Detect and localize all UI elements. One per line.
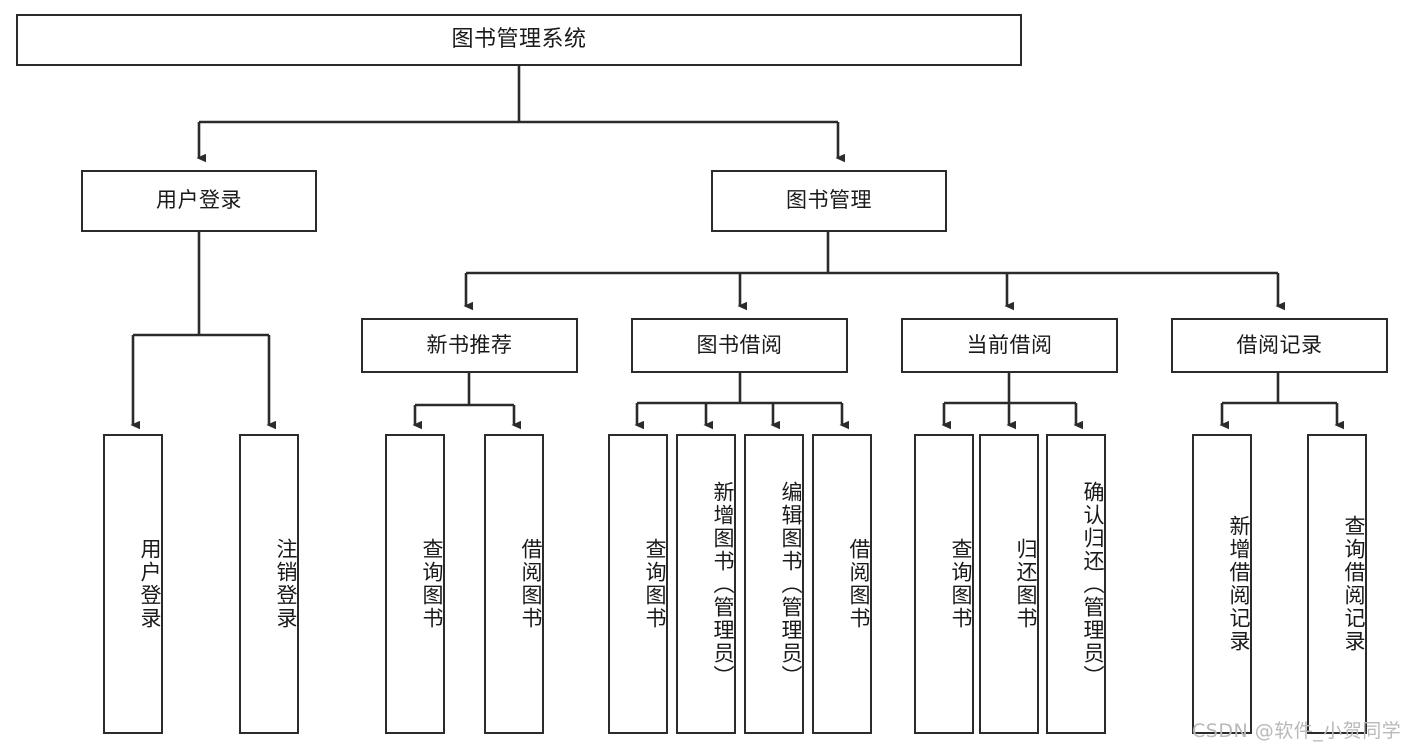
- node-label: 查询图书: [420, 538, 444, 630]
- node-root-system[interactable]: 图书管理系统: [16, 14, 1022, 66]
- node-label: 注销登录: [274, 538, 298, 630]
- leaf-user-login-login[interactable]: 用户登录: [103, 434, 163, 734]
- leaf-current-confirm-return-admin[interactable]: 确认归还（管理员）: [1046, 434, 1106, 734]
- node-new-book-recommend[interactable]: 新书推荐: [361, 318, 578, 373]
- node-current-borrow[interactable]: 当前借阅: [901, 318, 1118, 373]
- leaf-new-book-query[interactable]: 查询图书: [385, 434, 445, 734]
- node-label: 用户登录: [138, 538, 162, 630]
- node-label: 新增图书（管理员）: [711, 480, 735, 688]
- csdn-watermark: CSDN @软件_小贺同学: [1192, 720, 1402, 742]
- leaf-user-login-logout[interactable]: 注销登录: [239, 434, 299, 734]
- leaf-record-query-record[interactable]: 查询借阅记录: [1307, 434, 1367, 734]
- leaf-borrow-query-book[interactable]: 查询图书: [608, 434, 668, 734]
- node-label: 借阅记录: [1236, 332, 1323, 357]
- node-label: 借阅图书: [519, 538, 543, 630]
- node-label: 当前借阅: [966, 332, 1053, 357]
- leaf-new-book-borrow[interactable]: 借阅图书: [484, 434, 544, 734]
- node-label: 查询图书: [643, 538, 667, 630]
- node-book-borrow[interactable]: 图书借阅: [631, 318, 848, 373]
- node-label: 图书借阅: [696, 332, 783, 357]
- node-label: 确认归还（管理员）: [1081, 480, 1105, 688]
- node-label: 借阅图书: [847, 538, 871, 630]
- node-label: 查询图书: [949, 538, 973, 630]
- node-book-management[interactable]: 图书管理: [711, 170, 947, 232]
- leaf-borrow-edit-book-admin[interactable]: 编辑图书（管理员）: [744, 434, 804, 734]
- node-user-login[interactable]: 用户登录: [81, 170, 317, 232]
- node-label: 查询借阅记录: [1342, 515, 1366, 653]
- node-label: 新增借阅记录: [1227, 515, 1251, 653]
- node-label: 归还图书: [1014, 538, 1038, 630]
- leaf-current-query-book[interactable]: 查询图书: [914, 434, 974, 734]
- node-borrow-record[interactable]: 借阅记录: [1171, 318, 1388, 373]
- node-label: 新书推荐: [426, 332, 513, 357]
- leaf-record-add-record[interactable]: 新增借阅记录: [1192, 434, 1252, 734]
- node-label: 编辑图书（管理员）: [779, 480, 803, 688]
- node-label: 图书管理系统: [451, 26, 587, 52]
- leaf-borrow-borrow-book[interactable]: 借阅图书: [812, 434, 872, 734]
- leaf-current-return-book[interactable]: 归还图书: [979, 434, 1039, 734]
- leaf-borrow-add-book-admin[interactable]: 新增图书（管理员）: [676, 434, 736, 734]
- node-label: 图书管理: [786, 188, 872, 213]
- node-label: 用户登录: [156, 188, 242, 213]
